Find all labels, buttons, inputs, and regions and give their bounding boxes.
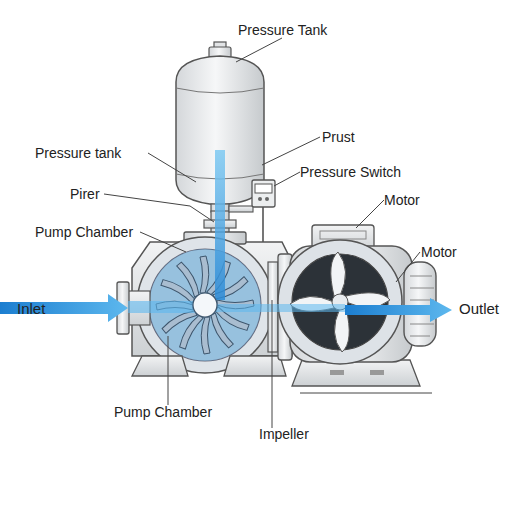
part-label: Prust — [322, 129, 355, 145]
leader-lines — [104, 38, 432, 428]
part-label: Outlet — [459, 301, 499, 317]
part-label: Motor — [384, 192, 420, 208]
water-flow — [0, 150, 452, 322]
part-label: Motor — [421, 244, 457, 260]
part-label: Pirer — [70, 186, 100, 202]
part-label: Impeller — [259, 426, 309, 442]
part-label: Pressure Tank — [238, 22, 327, 38]
part-label: Pump Chamber — [114, 404, 212, 420]
part-label: Pump Chamber — [35, 224, 133, 240]
part-label: Pressure tank — [35, 145, 121, 161]
part-label: Pressure Switch — [300, 164, 401, 180]
part-label: Inlet — [17, 301, 45, 317]
